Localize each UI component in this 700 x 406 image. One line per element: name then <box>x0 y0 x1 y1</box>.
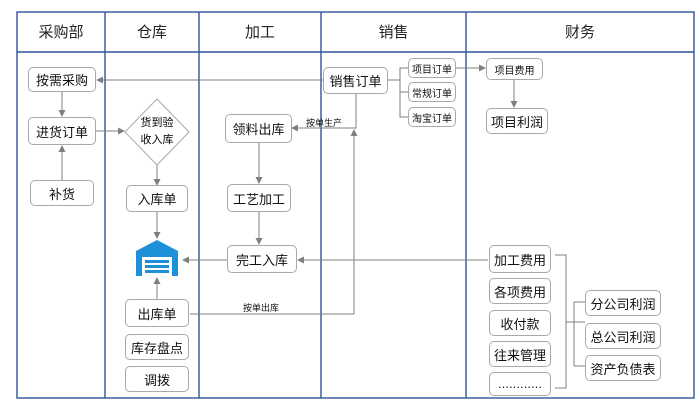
processing-cost-node[interactable]: 加工费用 <box>489 245 551 273</box>
taobao-order-node[interactable]: 淘宝订单 <box>408 107 456 127</box>
ship-per-order-label: 按单出库 <box>243 304 280 314</box>
receipts-payments-node[interactable]: 收付款 <box>489 310 551 336</box>
misc-costs-node[interactable]: 各项费用 <box>489 278 551 304</box>
process-node[interactable]: 工艺加工 <box>227 184 291 212</box>
project-order-node[interactable]: 项目订单 <box>408 58 456 78</box>
project-profit-node[interactable]: 项目利润 <box>486 108 548 134</box>
accounts-management-node[interactable]: 往来管理 <box>489 341 551 367</box>
produce-per-order-label: 按单生产 <box>306 119 343 129</box>
hq-profit-node[interactable]: 总公司利润 <box>585 323 661 349</box>
finished-goods-in-node[interactable]: 完工入库 <box>227 245 297 273</box>
arrow-delivery-to-order <box>190 129 358 315</box>
transfer-node[interactable]: 调拨 <box>125 366 189 392</box>
lane-header-purchasing: 采购部 <box>38 23 84 41</box>
arrow-order-to-material <box>291 94 357 132</box>
regular-order-node[interactable]: 常规订单 <box>408 82 456 102</box>
connectors <box>58 64 585 389</box>
stock-count-node[interactable]: 库存盘点 <box>125 334 189 360</box>
balance-sheet-node[interactable]: 资产负债表 <box>585 355 661 381</box>
more-node[interactable]: ………… <box>489 372 551 396</box>
receipt-slip-node[interactable]: 入库单 <box>126 185 188 212</box>
check-diamond <box>124 98 190 166</box>
material-issue-node[interactable]: 领料出库 <box>225 114 292 143</box>
replenish-node[interactable]: 补货 <box>30 180 94 206</box>
purchase-order-node[interactable]: 进货订单 <box>28 117 96 145</box>
goods-arrival-check-node[interactable]: 货到验 收入库 <box>140 116 174 146</box>
lane-header-warehouse: 仓库 <box>136 23 167 41</box>
branch-profit-node[interactable]: 分公司利润 <box>585 290 661 316</box>
lane-header-finance: 财务 <box>564 23 595 41</box>
project-cost-node[interactable]: 项目费用 <box>486 58 543 80</box>
swimlane-grid <box>16 11 695 399</box>
bracket-costs <box>555 254 567 389</box>
lane-header-sales: 销售 <box>378 23 409 41</box>
lane-header-processing: 加工 <box>244 23 275 41</box>
on-demand-purchase-node[interactable]: 按需采购 <box>28 67 96 92</box>
warehouse-icon <box>136 240 178 276</box>
sales-order-node[interactable]: 销售订单 <box>323 67 388 94</box>
delivery-slip-node[interactable]: 出库单 <box>125 299 189 327</box>
